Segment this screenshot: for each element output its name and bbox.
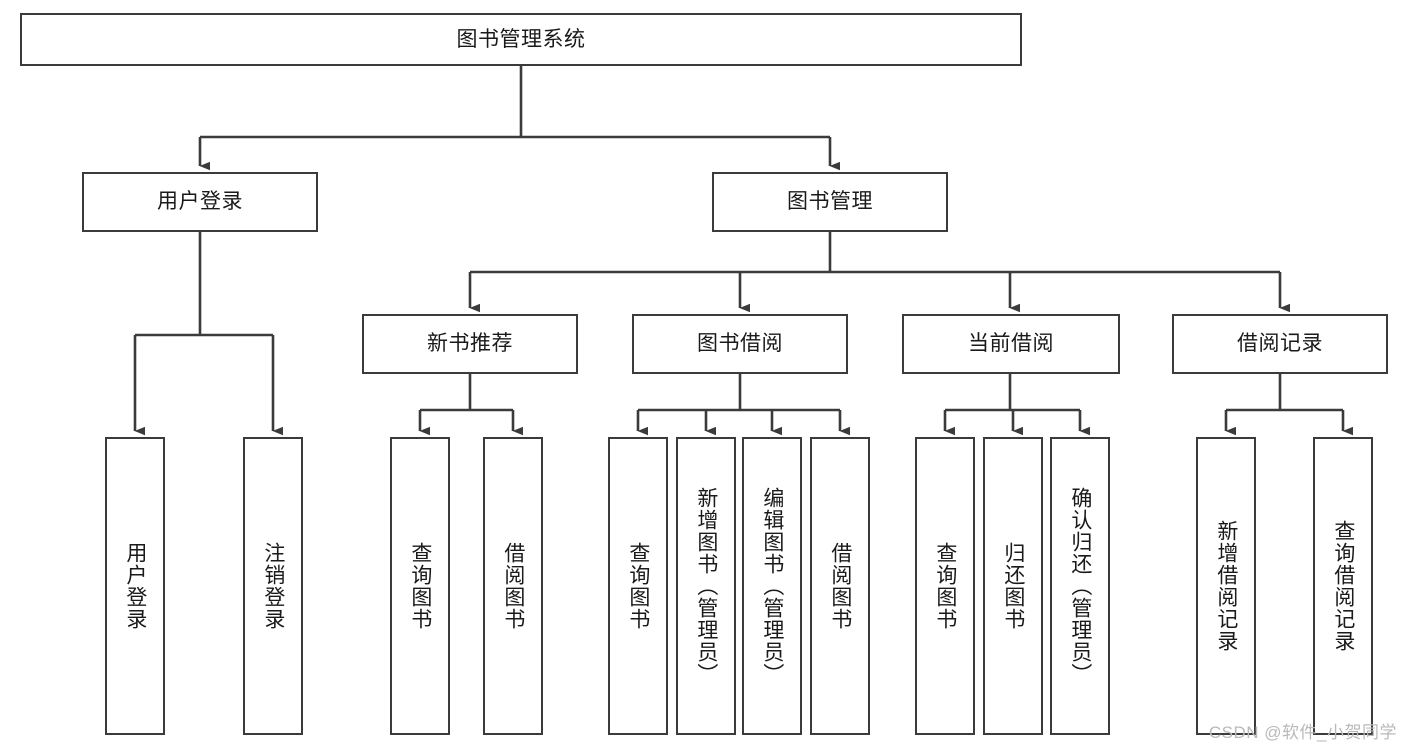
watermark: CSDN @软件_小贺同学	[1208, 723, 1397, 742]
node-new-book-recommend[interactable]: 新书推荐	[362, 314, 578, 374]
leaf-user-login-label: 用户登录	[123, 542, 147, 630]
leaf-add-borrow-record[interactable]: 新增借阅记录	[1196, 437, 1256, 735]
leaf-current-query-book-label: 查询图书	[933, 542, 957, 630]
leaf-borrow-query-book[interactable]: 查询图书	[608, 437, 668, 735]
leaf-add-book-admin[interactable]: 新增图书（管理员）	[676, 437, 736, 735]
leaf-newbook-borrow-book-label: 借阅图书	[501, 542, 525, 630]
leaf-return-book-label: 归还图书	[1001, 542, 1025, 630]
node-root[interactable]: 图书管理系统	[20, 13, 1022, 66]
node-current-borrow-label: 当前借阅	[968, 332, 1054, 356]
node-user-login-label: 用户登录	[157, 190, 243, 214]
leaf-query-borrow-record-label: 查询借阅记录	[1331, 520, 1355, 652]
leaf-add-borrow-record-label: 新增借阅记录	[1214, 520, 1238, 652]
leaf-borrow-book-label: 借阅图书	[828, 542, 852, 630]
node-root-label: 图书管理系统	[456, 27, 586, 51]
leaf-query-borrow-record[interactable]: 查询借阅记录	[1313, 437, 1373, 735]
leaf-newbook-query-book[interactable]: 查询图书	[390, 437, 450, 735]
leaf-confirm-return-admin-label: 确认归还（管理员）	[1068, 487, 1092, 685]
leaf-newbook-borrow-book[interactable]: 借阅图书	[483, 437, 543, 735]
leaf-user-login[interactable]: 用户登录	[105, 437, 165, 735]
node-book-management-label: 图书管理	[787, 190, 873, 214]
leaf-borrow-book[interactable]: 借阅图书	[810, 437, 870, 735]
leaf-logout-label: 注销登录	[261, 542, 285, 630]
leaf-borrow-query-book-label: 查询图书	[626, 542, 650, 630]
leaf-confirm-return-admin[interactable]: 确认归还（管理员）	[1050, 437, 1110, 735]
node-book-borrow[interactable]: 图书借阅	[632, 314, 848, 374]
node-book-borrow-label: 图书借阅	[697, 332, 783, 356]
node-current-borrow[interactable]: 当前借阅	[902, 314, 1120, 374]
node-user-login[interactable]: 用户登录	[82, 172, 318, 232]
leaf-edit-book-admin-label: 编辑图书（管理员）	[760, 487, 784, 685]
leaf-edit-book-admin[interactable]: 编辑图书（管理员）	[742, 437, 802, 735]
node-new-book-recommend-label: 新书推荐	[427, 332, 513, 356]
leaf-logout[interactable]: 注销登录	[243, 437, 303, 735]
leaf-return-book[interactable]: 归还图书	[983, 437, 1043, 735]
node-borrow-record-label: 借阅记录	[1237, 332, 1323, 356]
leaf-add-book-admin-label: 新增图书（管理员）	[694, 487, 718, 685]
node-borrow-record[interactable]: 借阅记录	[1172, 314, 1388, 374]
node-book-management[interactable]: 图书管理	[712, 172, 948, 232]
leaf-newbook-query-book-label: 查询图书	[408, 542, 432, 630]
leaf-current-query-book[interactable]: 查询图书	[915, 437, 975, 735]
